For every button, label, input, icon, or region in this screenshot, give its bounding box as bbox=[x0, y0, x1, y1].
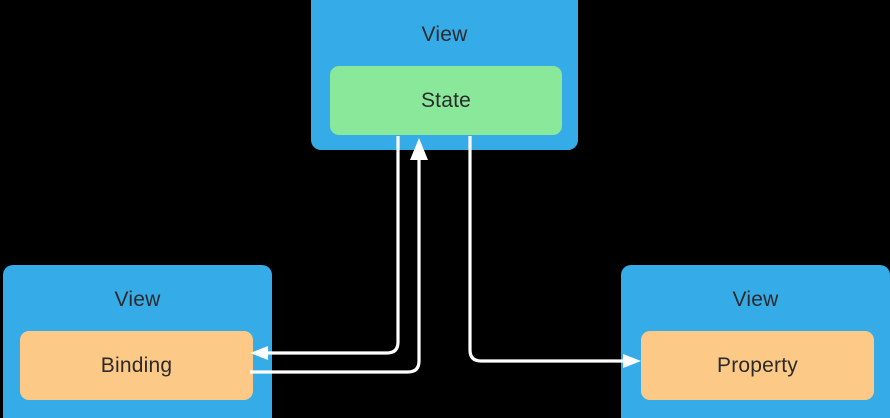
edge-state-to-binding bbox=[250, 136, 400, 360]
view-node-left: View Binding bbox=[3, 265, 272, 418]
property-node: Property bbox=[641, 331, 874, 400]
edge-state-to-property bbox=[468, 136, 641, 368]
view-right-label: View bbox=[732, 288, 779, 311]
edge-state-to-property-line bbox=[468, 136, 627, 363]
view-node-top: View State bbox=[311, 0, 578, 150]
view-node-right: View Property bbox=[621, 265, 890, 418]
binding-node: Binding bbox=[20, 331, 253, 400]
edge-state-to-binding-line bbox=[262, 136, 400, 355]
binding-node-label: Binding bbox=[100, 353, 173, 377]
property-node-label: Property bbox=[717, 353, 798, 377]
view-top-label: View bbox=[421, 23, 468, 46]
edge-binding-to-state-line bbox=[250, 156, 421, 374]
state-node: State bbox=[330, 66, 562, 135]
edge-binding-to-state bbox=[250, 138, 428, 374]
state-node-label: State bbox=[420, 88, 472, 112]
view-left-label: View bbox=[114, 288, 161, 311]
